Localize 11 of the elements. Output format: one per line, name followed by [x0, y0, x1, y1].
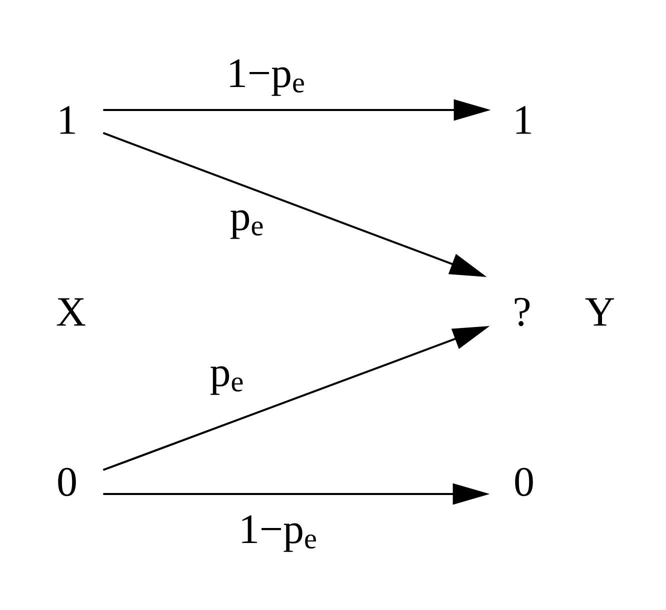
variable-label: Y	[585, 298, 614, 326]
edge-label: 1−p$_{e}$	[230, 59, 304, 96]
output-symbol: 1	[516, 106, 531, 134]
output-symbol: ?	[514, 298, 530, 326]
input-symbol: 1	[60, 106, 75, 134]
output-symbol: 0	[515, 468, 533, 496]
edge-label: p$_{e}$	[210, 366, 243, 395]
edge-label: p$_{e}$	[230, 210, 263, 239]
edge-label: 1−p$_{e}$	[242, 515, 316, 552]
variable-label: X	[56, 298, 86, 326]
input-symbol: 0	[58, 468, 76, 496]
